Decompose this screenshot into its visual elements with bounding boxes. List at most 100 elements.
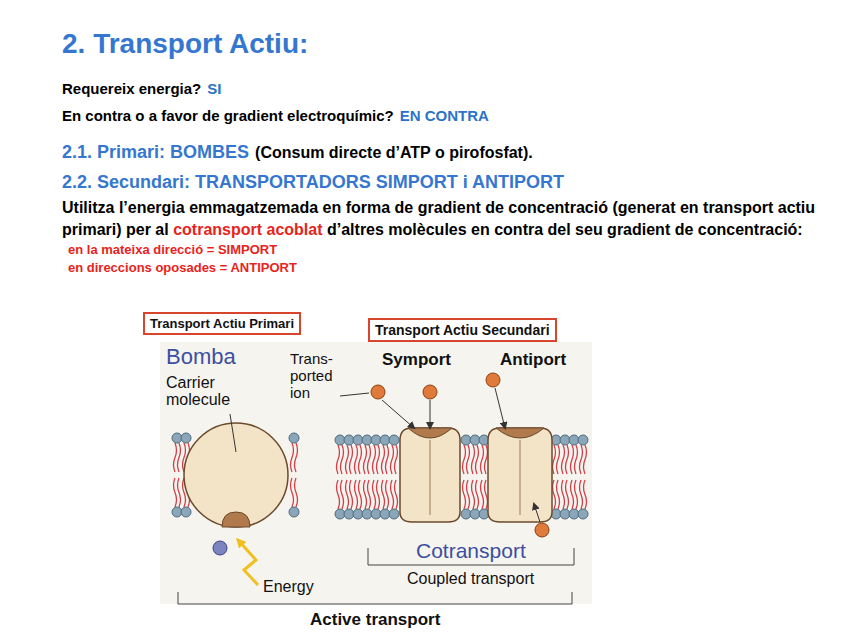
- lipid-head: [389, 435, 399, 445]
- pump-protein: [184, 423, 288, 527]
- lipid-head: [389, 509, 399, 519]
- lipid-tail: [368, 445, 371, 474]
- lipid-tail: [571, 480, 574, 509]
- lipid-tail: [575, 480, 578, 509]
- text-row: 2.1. Primari: BOMBES (Consum directe d’AT…: [62, 142, 533, 163]
- lipid-tail: [472, 445, 475, 474]
- lipid-tail: [386, 480, 389, 509]
- definition-list: en la mateixa direcció = SIMPORTen direc…: [68, 241, 297, 277]
- lipid-tail: [584, 480, 587, 509]
- lipid-tail: [485, 480, 488, 509]
- lipid-tail: [355, 480, 358, 509]
- definition: en direccions oposades = ANTIPORT: [68, 259, 297, 277]
- lipid-tail: [373, 445, 376, 474]
- binding-site: [496, 428, 544, 438]
- lipid-tail: [350, 445, 353, 474]
- lipid-tail: [382, 445, 385, 474]
- ion: [535, 523, 549, 537]
- text-row: Requereix energia? SI: [62, 80, 221, 98]
- section-note: (Consum directe d’ATP o pirofosfat).: [255, 144, 533, 161]
- lipid-tail: [373, 480, 376, 509]
- channel-line: [520, 440, 521, 515]
- lipid-tail: [562, 445, 565, 474]
- lipid-tail: [364, 480, 367, 509]
- lipid-head: [181, 433, 191, 443]
- text-row: En contra o a favor de gradient electroq…: [62, 107, 489, 125]
- lipid-tail: [341, 445, 344, 474]
- lipid-tail: [467, 480, 470, 509]
- lipid-tail: [395, 480, 398, 509]
- group-label: Cotransport: [416, 539, 526, 563]
- lipid-tail: [368, 480, 371, 509]
- arrow: [382, 400, 414, 428]
- lipid-tail: [476, 480, 479, 509]
- lipid-tail: [174, 478, 177, 507]
- lipid-tail: [575, 445, 578, 474]
- lipid-tail: [377, 480, 380, 509]
- part-label: Energy: [263, 578, 314, 596]
- lipid-tail: [557, 445, 560, 474]
- definition: en la mateixa direcció = SIMPORT: [68, 241, 297, 259]
- symport-protein: [400, 428, 460, 522]
- lipid-tail: [562, 480, 565, 509]
- part-label: Bomba: [166, 344, 236, 370]
- arrow: [534, 504, 540, 522]
- channel-line: [430, 440, 431, 515]
- lipid-head: [289, 433, 299, 443]
- ion: [371, 385, 385, 399]
- lipid-tail: [291, 443, 294, 472]
- lipid-tail: [359, 480, 362, 509]
- ion: [486, 373, 500, 387]
- lipid-tail: [463, 445, 466, 474]
- leader-line: [230, 414, 236, 452]
- lipid-tail: [174, 443, 177, 472]
- lipid-head: [289, 507, 299, 517]
- section-heading: 2.1. Primari: BOMBES: [62, 142, 249, 162]
- highlight-text: cotransport acoblat: [173, 221, 322, 238]
- box-label: Transport Actiu Secundari: [375, 322, 550, 338]
- lipid-tail: [557, 480, 560, 509]
- lipid-tail: [481, 480, 484, 509]
- lipid-tail: [463, 480, 466, 509]
- group-label: Active transport: [310, 610, 440, 630]
- question: Requereix energia?: [62, 80, 201, 97]
- answer: SI: [207, 80, 221, 97]
- lipid-tail: [291, 478, 294, 507]
- part-label: Antiport: [500, 350, 566, 370]
- lipid-tail: [178, 443, 181, 472]
- question: En contra o a favor de gradient electroq…: [62, 107, 394, 124]
- lipid-head: [181, 507, 191, 517]
- lipid-tail: [364, 445, 367, 474]
- lipid-tail: [295, 478, 298, 507]
- binding-site: [408, 428, 452, 438]
- lipid-tail: [178, 478, 181, 507]
- lipid-tail: [566, 445, 569, 474]
- text-row: 2.2. Secundari: TRANSPORTADORS SIMPORT i…: [62, 172, 564, 193]
- lipid-tail: [485, 445, 488, 474]
- lipid-tail: [395, 445, 398, 474]
- group-label: Coupled transport: [407, 570, 534, 588]
- arrow: [495, 388, 505, 428]
- lipid-tail: [472, 480, 475, 509]
- lipid-tail: [346, 480, 349, 509]
- lipid-tail: [346, 445, 349, 474]
- lipid-tail: [377, 445, 380, 474]
- paragraph-text: d’altres molècules en contra del seu gra…: [327, 221, 803, 238]
- lipid-tail: [566, 480, 569, 509]
- lipid-tail: [580, 480, 583, 509]
- box-label: Transport Actiu Primari: [150, 316, 294, 331]
- lipid-tail: [295, 443, 298, 472]
- lipid-tail: [553, 445, 556, 474]
- leader-line: [340, 393, 369, 396]
- part-label: Trans- ported ion: [290, 350, 342, 401]
- part-label: Carrier molecule: [166, 374, 256, 408]
- lipid-tail: [571, 445, 574, 474]
- lipid-tail: [467, 445, 470, 474]
- lipid-tail: [481, 445, 484, 474]
- part-label: Symport: [382, 350, 451, 370]
- lipid-tail: [337, 445, 340, 474]
- title: 2. Transport Actiu:: [62, 28, 308, 60]
- lipid-tail: [337, 480, 340, 509]
- lipid-tail: [386, 445, 389, 474]
- binding-site: [222, 512, 250, 527]
